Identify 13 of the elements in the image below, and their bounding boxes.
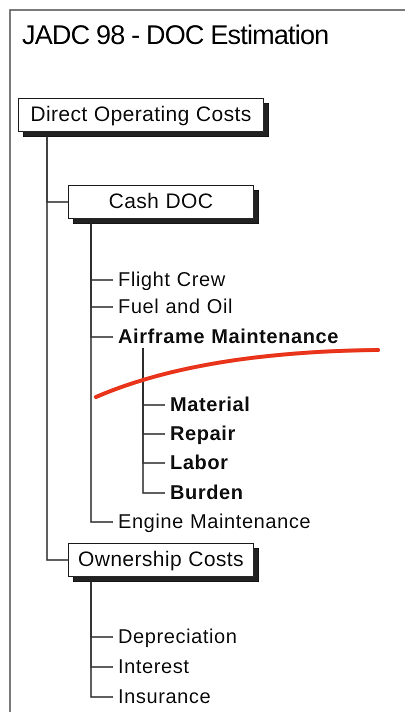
cost-item: Repair bbox=[170, 423, 236, 445]
tree-connector bbox=[142, 348, 165, 494]
cost-item: Labor bbox=[170, 452, 229, 474]
cost-item: Flight Crew bbox=[118, 269, 226, 291]
cost-item: Insurance bbox=[118, 686, 212, 708]
cost-item: Engine Maintenance bbox=[118, 511, 312, 533]
cost-item: Interest bbox=[118, 656, 190, 678]
cost-item: Depreciation bbox=[118, 626, 238, 648]
cost-item: Airframe Maintenance bbox=[118, 326, 339, 348]
title: JADC 98 - DOC Estimation bbox=[22, 20, 328, 51]
cost-item: Material bbox=[170, 394, 250, 416]
cost-item: Fuel and Oil bbox=[118, 296, 234, 318]
cost-item: Burden bbox=[170, 482, 244, 504]
